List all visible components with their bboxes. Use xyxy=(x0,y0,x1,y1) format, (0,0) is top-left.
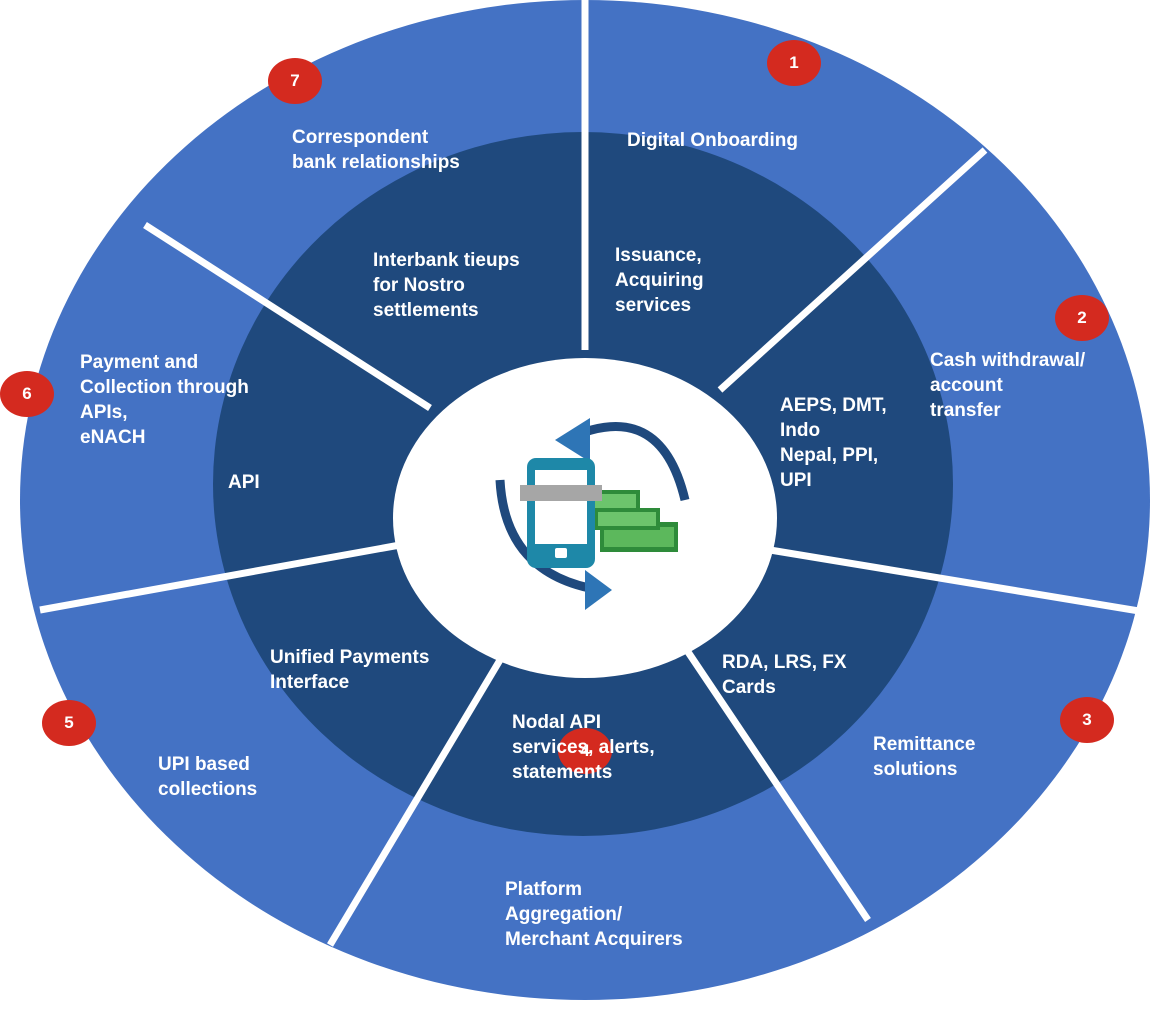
inner-segment-4-label: Nodal API services, alerts, statements xyxy=(512,710,655,785)
outer-segment-2-label: Cash withdrawal/account transfer xyxy=(930,348,1085,423)
divider-2-3 xyxy=(769,546,1146,616)
divider-1-2 xyxy=(717,147,988,393)
inner-segment-6-label: API xyxy=(228,470,260,495)
inner-segment-2-line: UPI xyxy=(780,470,812,491)
mobile-payment-cycle-icon xyxy=(495,418,690,610)
number-badge-2: 2 xyxy=(1055,295,1109,341)
outer-segment-6-line: Collection through xyxy=(80,377,249,398)
inner-segment-7-label: Interbank tieups for Nostro settlements xyxy=(373,248,520,323)
outer-segment-3-line: solutions xyxy=(873,759,958,780)
inner-segment-2-line: Nepal, PPI, xyxy=(780,445,879,466)
divider-3-4 xyxy=(677,638,871,922)
outer-segment-3-label: Remittance solutions xyxy=(873,732,975,782)
inner-segment-7-line: settlements xyxy=(373,300,479,321)
inner-segment-2-line: Indo xyxy=(780,420,821,441)
divider-5-6 xyxy=(39,541,401,614)
phone-screen xyxy=(535,470,587,544)
inner-segment-4-line: services, alerts, xyxy=(512,737,655,758)
outer-segment-5-label: UPI based collections xyxy=(158,752,257,802)
inner-segment-4-line: Nodal API xyxy=(512,712,602,733)
inner-segment-1-label: Issuance, Acquiring services xyxy=(615,243,704,318)
inner-segment-1-line: services xyxy=(615,295,692,316)
top-arrow-head xyxy=(555,418,590,462)
phone-button xyxy=(555,548,567,558)
outer-segment-1-line: Digital Onboarding xyxy=(627,130,798,151)
outer-segment-7-line: bank relationships xyxy=(292,152,460,173)
cash-stack xyxy=(590,490,678,552)
inner-segment-1-line: Acquiring xyxy=(615,270,704,291)
outer-segment-1-label: Digital Onboarding xyxy=(627,128,798,153)
outer-segment-5-line: collections xyxy=(158,779,258,800)
inner-segment-6-line: API xyxy=(228,472,260,493)
bottom-arrow-head xyxy=(585,570,612,610)
outer-segment-6-line: Payment and xyxy=(80,352,199,373)
outer-segment-2-line: account xyxy=(930,375,1003,396)
outer-segment-6-line: eNACH xyxy=(80,427,146,448)
number-badge-5: 5 xyxy=(42,700,96,746)
card-strip xyxy=(520,485,602,501)
inner-segment-7-line: Interbank tieups xyxy=(373,250,520,271)
outer-segment-2-line: Cash withdrawal/ xyxy=(930,350,1086,371)
number-badge-7: 7 xyxy=(268,58,322,104)
number-badge-4: 4 xyxy=(558,728,612,774)
outer-segment-7-label: Correspondent bank relationships xyxy=(292,125,460,175)
outer-segment-3-line: Remittance xyxy=(873,734,976,755)
number-badge-6: 6 xyxy=(0,371,54,417)
outer-segment-5-line: UPI based xyxy=(158,754,250,775)
outer-segment-4-line: Aggregation/ xyxy=(505,904,623,925)
inner-segment-4-line: statements xyxy=(512,762,613,783)
inner-segment-3-line: RDA, LRS, FX xyxy=(722,652,847,673)
outer-segment-6-line: APIs, xyxy=(80,402,128,423)
divider-4-5 xyxy=(326,658,504,947)
outer-segment-2-line: transfer xyxy=(930,400,1001,421)
number-badge-1: 1 xyxy=(767,40,821,86)
divider-6-7 xyxy=(143,222,432,411)
outer-segment-4-line: Merchant Acquirers xyxy=(505,929,683,950)
segment-dividers xyxy=(39,0,1146,947)
inner-segment-3-label: RDA, LRS, FX Cards xyxy=(722,650,847,700)
outer-segment-7-line: Correspondent xyxy=(292,127,429,148)
inner-segment-5-line: Unified Payments xyxy=(270,647,430,668)
number-badge-3: 3 xyxy=(1060,697,1114,743)
inner-segment-2-line: AEPS, DMT, xyxy=(780,395,887,416)
inner-segment-3-line: Cards xyxy=(722,677,776,698)
inner-segment-1-line: Issuance, xyxy=(615,245,702,266)
outer-segment-4-line: Platform xyxy=(505,879,583,900)
inner-segment-7-line: for Nostro xyxy=(373,275,465,296)
inner-segment-5-line: Interface xyxy=(270,672,350,693)
